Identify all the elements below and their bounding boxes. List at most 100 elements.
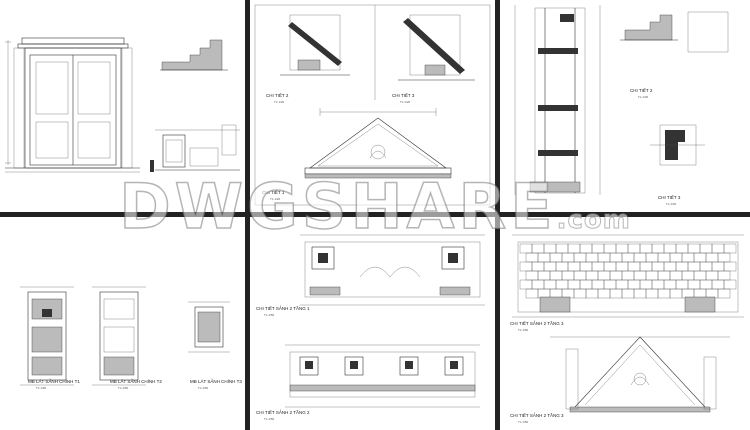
tile <box>603 279 617 290</box>
detail-lobby-t3-scale: TL:1/50 <box>518 328 529 332</box>
tile <box>717 270 731 281</box>
tile <box>681 270 695 281</box>
detail-lobby-t1-title: CHI TIẾT SẢNH 2 TẦNG 1 <box>256 306 310 311</box>
door-elevation-drawing <box>5 37 240 173</box>
tile <box>627 261 641 272</box>
tile <box>585 288 599 299</box>
tile <box>705 252 719 263</box>
tile <box>687 261 701 272</box>
tile <box>723 243 737 254</box>
tile <box>675 243 689 254</box>
tile <box>519 243 533 254</box>
tile <box>567 279 581 290</box>
tile <box>549 288 563 299</box>
lobby-floor-details-drawing <box>285 234 485 408</box>
tile <box>561 288 575 299</box>
tile <box>639 261 653 272</box>
tile <box>561 252 575 263</box>
roof-details-drawing <box>254 4 491 206</box>
tile <box>597 270 611 281</box>
tile <box>591 261 605 272</box>
tile <box>657 288 671 299</box>
tile <box>555 279 569 290</box>
tile <box>615 261 629 272</box>
tile <box>597 252 611 263</box>
tile <box>723 261 737 272</box>
tile <box>603 261 617 272</box>
tile <box>645 288 659 299</box>
tile <box>519 279 533 290</box>
tile <box>579 279 593 290</box>
detail-3-scale: TL:1/20 <box>400 100 411 104</box>
detail-lobby-t3b-scale: TL:1/50 <box>518 420 529 424</box>
tile <box>621 252 635 263</box>
tile <box>663 261 677 272</box>
tile <box>525 288 539 299</box>
drawing-sheet-5: CHI TIẾT SẢNH 2 TẦNG 1 TL:1/50 CHI TIẾT … <box>250 217 495 430</box>
tile <box>609 252 623 263</box>
tile <box>585 270 599 281</box>
tile <box>603 243 617 254</box>
drawing-sheet-6: CHI TIẾT SẢNH 2 TẦNG 3 TL:1/50 CHI TIẾT … <box>500 217 750 430</box>
floor-tiling-plans-drawing <box>20 286 230 386</box>
drawing-sheet-3: CHI TIẾT 2 TL:1/20 CHI TIẾT 3 TL:1/20 <box>500 0 750 212</box>
tile <box>645 252 659 263</box>
tile <box>693 288 707 299</box>
tile <box>579 261 593 272</box>
tile <box>615 243 629 254</box>
drawing-sheet-1 <box>0 0 245 212</box>
tile <box>711 243 725 254</box>
tile <box>663 243 677 254</box>
tile <box>699 261 713 272</box>
tile <box>723 279 737 290</box>
tile <box>567 261 581 272</box>
plan-1-scale: TL:1/50 <box>36 386 47 390</box>
tile <box>699 279 713 290</box>
plan-3-title: MB LÁT SẢNH CHÍNH T3 <box>190 379 242 384</box>
tile <box>675 279 689 290</box>
tile <box>543 243 557 254</box>
tile <box>621 288 635 299</box>
tile <box>591 279 605 290</box>
tile <box>657 252 671 263</box>
tile <box>711 279 725 290</box>
tile <box>627 279 641 290</box>
plan-3-scale: TL:1/50 <box>198 386 209 390</box>
tile <box>651 261 665 272</box>
detail-2-title: CHI TIẾT 2 <box>630 88 653 93</box>
tile <box>531 261 545 272</box>
detail-lobby-t3b-title: CHI TIẾT SẢNH 2 TẦNG 3 <box>510 413 564 418</box>
tile <box>669 252 683 263</box>
tile <box>531 279 545 290</box>
tile <box>633 252 647 263</box>
drawing-sheet-4: MB LÁT SẢNH CHÍNH T1 TL:1/50 MB LÁT SẢNH… <box>0 217 245 430</box>
detail-lobby-t2-title: CHI TIẾT SẢNH 2 TẦNG 2 <box>256 410 310 415</box>
detail-1-scale: TL:1/20 <box>270 197 281 201</box>
tile <box>669 288 683 299</box>
plan-1-title: MB LÁT SẢNH CHÍNH T1 <box>28 379 80 384</box>
tile <box>693 270 707 281</box>
tile <box>573 270 587 281</box>
tile <box>717 252 731 263</box>
tile <box>609 288 623 299</box>
tile <box>705 270 719 281</box>
detail-1-title: CHI TIẾT 1 <box>262 190 285 195</box>
tile <box>711 261 725 272</box>
tile <box>609 270 623 281</box>
tile <box>621 270 635 281</box>
tile <box>633 288 647 299</box>
tile <box>657 270 671 281</box>
tile <box>579 243 593 254</box>
tile <box>591 243 605 254</box>
tile <box>699 243 713 254</box>
tile <box>555 243 569 254</box>
tile <box>681 288 695 299</box>
tile <box>525 270 539 281</box>
tile <box>537 288 551 299</box>
tile <box>525 252 539 263</box>
tile <box>549 270 563 281</box>
tile <box>597 288 611 299</box>
detail-3-title: CHI TIẾT 3 <box>658 195 681 200</box>
tile <box>537 252 551 263</box>
tile <box>543 279 557 290</box>
